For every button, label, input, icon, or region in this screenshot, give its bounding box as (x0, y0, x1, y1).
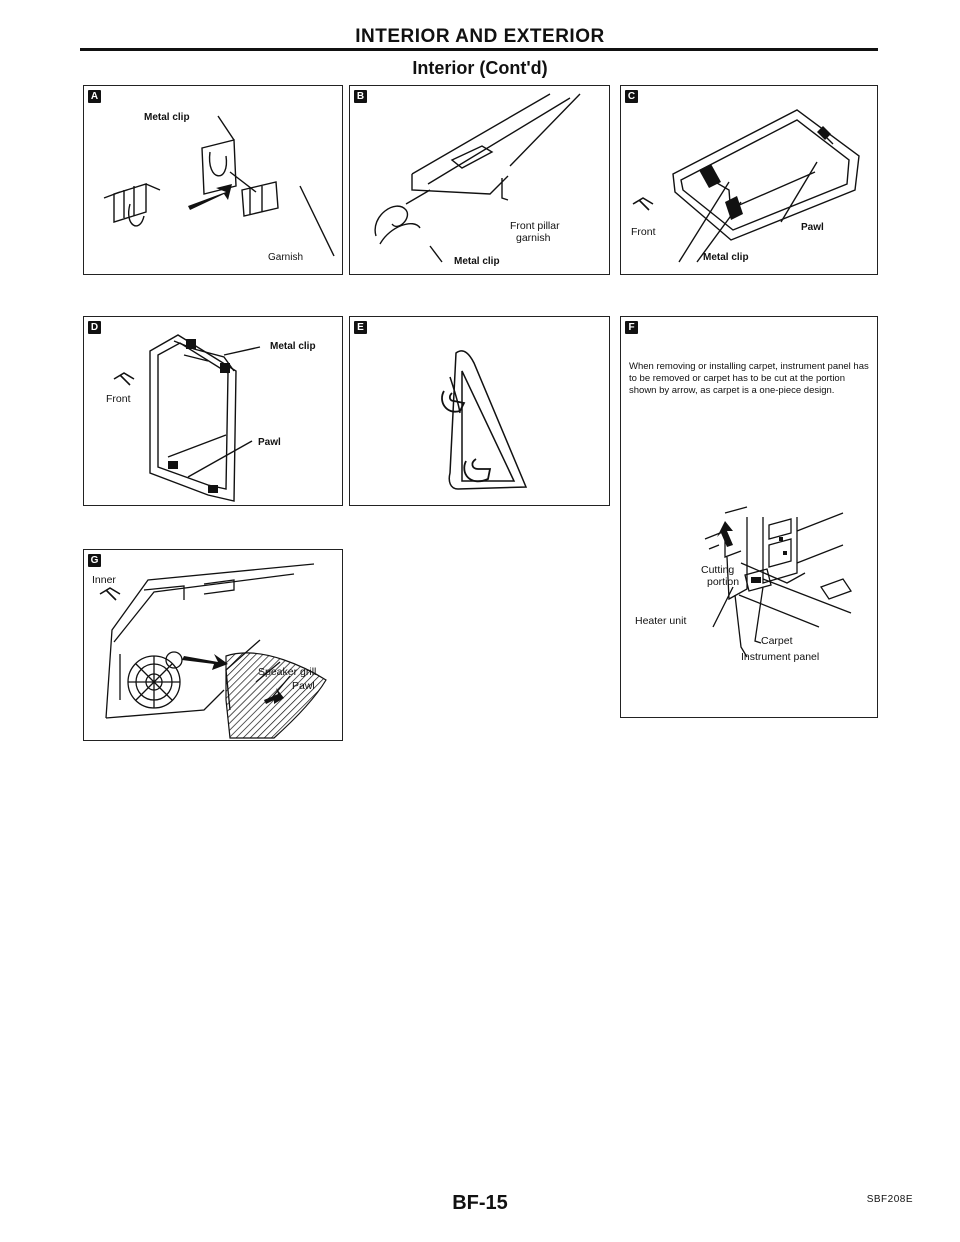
panel-badge: C (625, 90, 638, 103)
corner-trim-diagram (441, 350, 528, 490)
label-heater-unit: Heater unit (635, 615, 687, 627)
label-carpet: Carpet (761, 635, 793, 647)
panel-a-garnish-clip: A Metal clip Garnish (83, 85, 343, 275)
label-pawl: Pawl (801, 222, 824, 233)
section-subtitle: Interior (Cont'd) (412, 58, 548, 78)
figure-code: SBF208E (866, 1194, 913, 1205)
front-arrow-icon (113, 372, 135, 386)
instruction-note: When removing or installing carpet, inst… (629, 361, 869, 396)
label-pawl: Pawl (292, 680, 315, 692)
label-metal-clip: Metal clip (144, 112, 190, 123)
label-instrument-panel: Instrument panel (741, 651, 820, 663)
panel-badge: E (354, 321, 367, 334)
label-metal-clip: Metal clip (703, 252, 749, 263)
label-garnish: garnish (516, 232, 551, 244)
panel-c-lamp-cover: C Front Pawl Metal clip (620, 85, 878, 275)
panel-e-corner-trim: E (349, 316, 610, 506)
speaker-grill-diagram (99, 563, 327, 739)
metal-clip-diagram (103, 115, 335, 257)
inner-arrow-icon (99, 587, 121, 601)
label-inner: Inner (92, 574, 116, 586)
section-title: INTERIOR AND EXTERIOR (355, 26, 605, 47)
carpet-cutting-diagram (704, 506, 852, 658)
panel-g-speaker-grill: G Inner Speaker grill (83, 549, 343, 741)
label-front: Front (106, 393, 131, 405)
arrow-icon (188, 184, 232, 210)
label-front: Front (631, 226, 656, 238)
label-pawl: Pawl (258, 437, 281, 448)
panel-badge: F (625, 321, 638, 334)
arrow-icon (182, 654, 228, 670)
panel-d-map-lamp: D Metal clip Front Pawl (83, 316, 343, 506)
title-rule (80, 48, 878, 51)
label-garnish: Garnish (268, 252, 304, 263)
front-pillar-garnish-diagram (374, 93, 581, 263)
label-speaker-grill: Speaker grill (258, 666, 317, 678)
panel-badge: G (88, 554, 101, 567)
panel-b-front-pillar: B Front pillar garnish Metal clip (349, 85, 610, 275)
panel-badge: A (88, 90, 101, 103)
lamp-cover-clip-diagram (632, 109, 860, 263)
panel-badge: B (354, 90, 367, 103)
map-lamp-clip-diagram (113, 334, 261, 502)
front-arrow-icon (632, 197, 654, 211)
panel-badge: D (88, 321, 101, 334)
page-number: BF-15 (452, 1192, 508, 1214)
label-metal-clip: Metal clip (454, 256, 500, 267)
label-portion: portion (707, 576, 740, 588)
label-cutting: Cutting (701, 564, 735, 576)
label-front-pillar: Front pillar (510, 220, 560, 232)
pawl-arrow-icon (264, 688, 284, 704)
cut-arrow-icon (717, 521, 733, 547)
label-metal-clip: Metal clip (270, 341, 316, 352)
panel-f-carpet: F When removing or installing carpet, in… (620, 316, 878, 718)
